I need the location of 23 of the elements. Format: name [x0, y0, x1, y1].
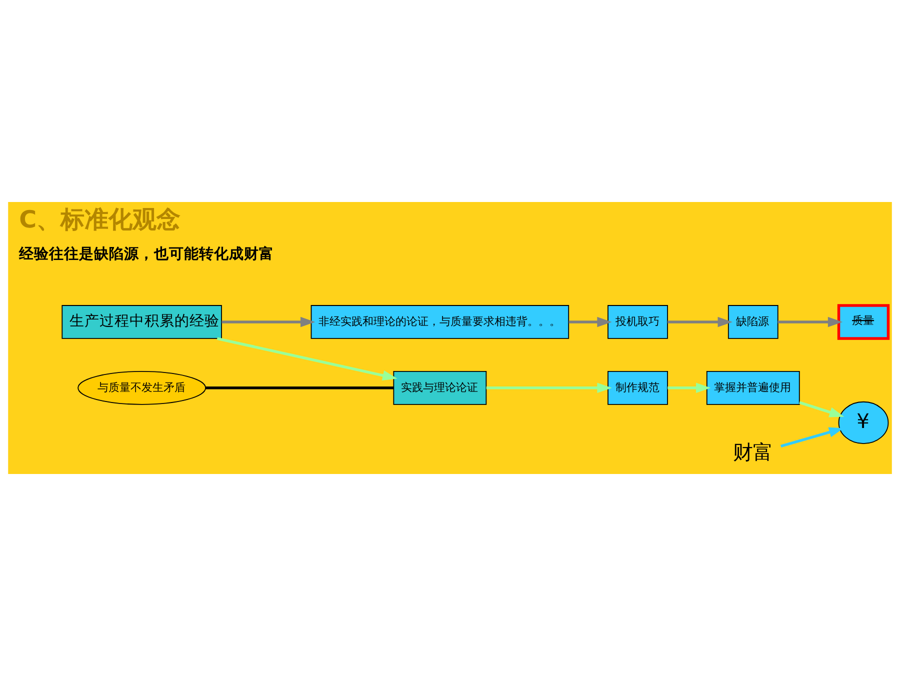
node-box: 实践与理论论证 — [393, 370, 487, 404]
connector — [206, 386, 394, 389]
arrow — [780, 426, 844, 447]
node-box: 非经实践和理论的论证，与质量要求相违背。。。 — [310, 304, 570, 338]
node-box: 投机取巧 — [608, 304, 668, 338]
label: 经验往往是缺陷源，也可能转化成财富 — [19, 245, 274, 262]
arrow — [222, 316, 316, 327]
arrow — [668, 316, 732, 327]
arrow — [216, 336, 398, 380]
arrow — [486, 382, 612, 393]
node-box: 掌握并普遍使用 — [706, 370, 800, 404]
arrow — [568, 316, 612, 327]
diagram-title: C、标准化观念 — [19, 204, 181, 233]
arrow — [799, 400, 844, 417]
node-box: 缺陷源 — [728, 304, 778, 338]
node-box: 制作规范 — [608, 370, 668, 404]
node-ellipse: ¥ — [838, 400, 889, 444]
arrow — [778, 316, 843, 327]
node-text: 财富 — [732, 439, 773, 464]
node-box: 生产过程中积累的经验 — [62, 304, 222, 338]
arrow — [668, 382, 711, 393]
node-box: 质量 — [837, 304, 890, 340]
node-ellipse: 与质量不发生矛盾 — [78, 370, 206, 404]
